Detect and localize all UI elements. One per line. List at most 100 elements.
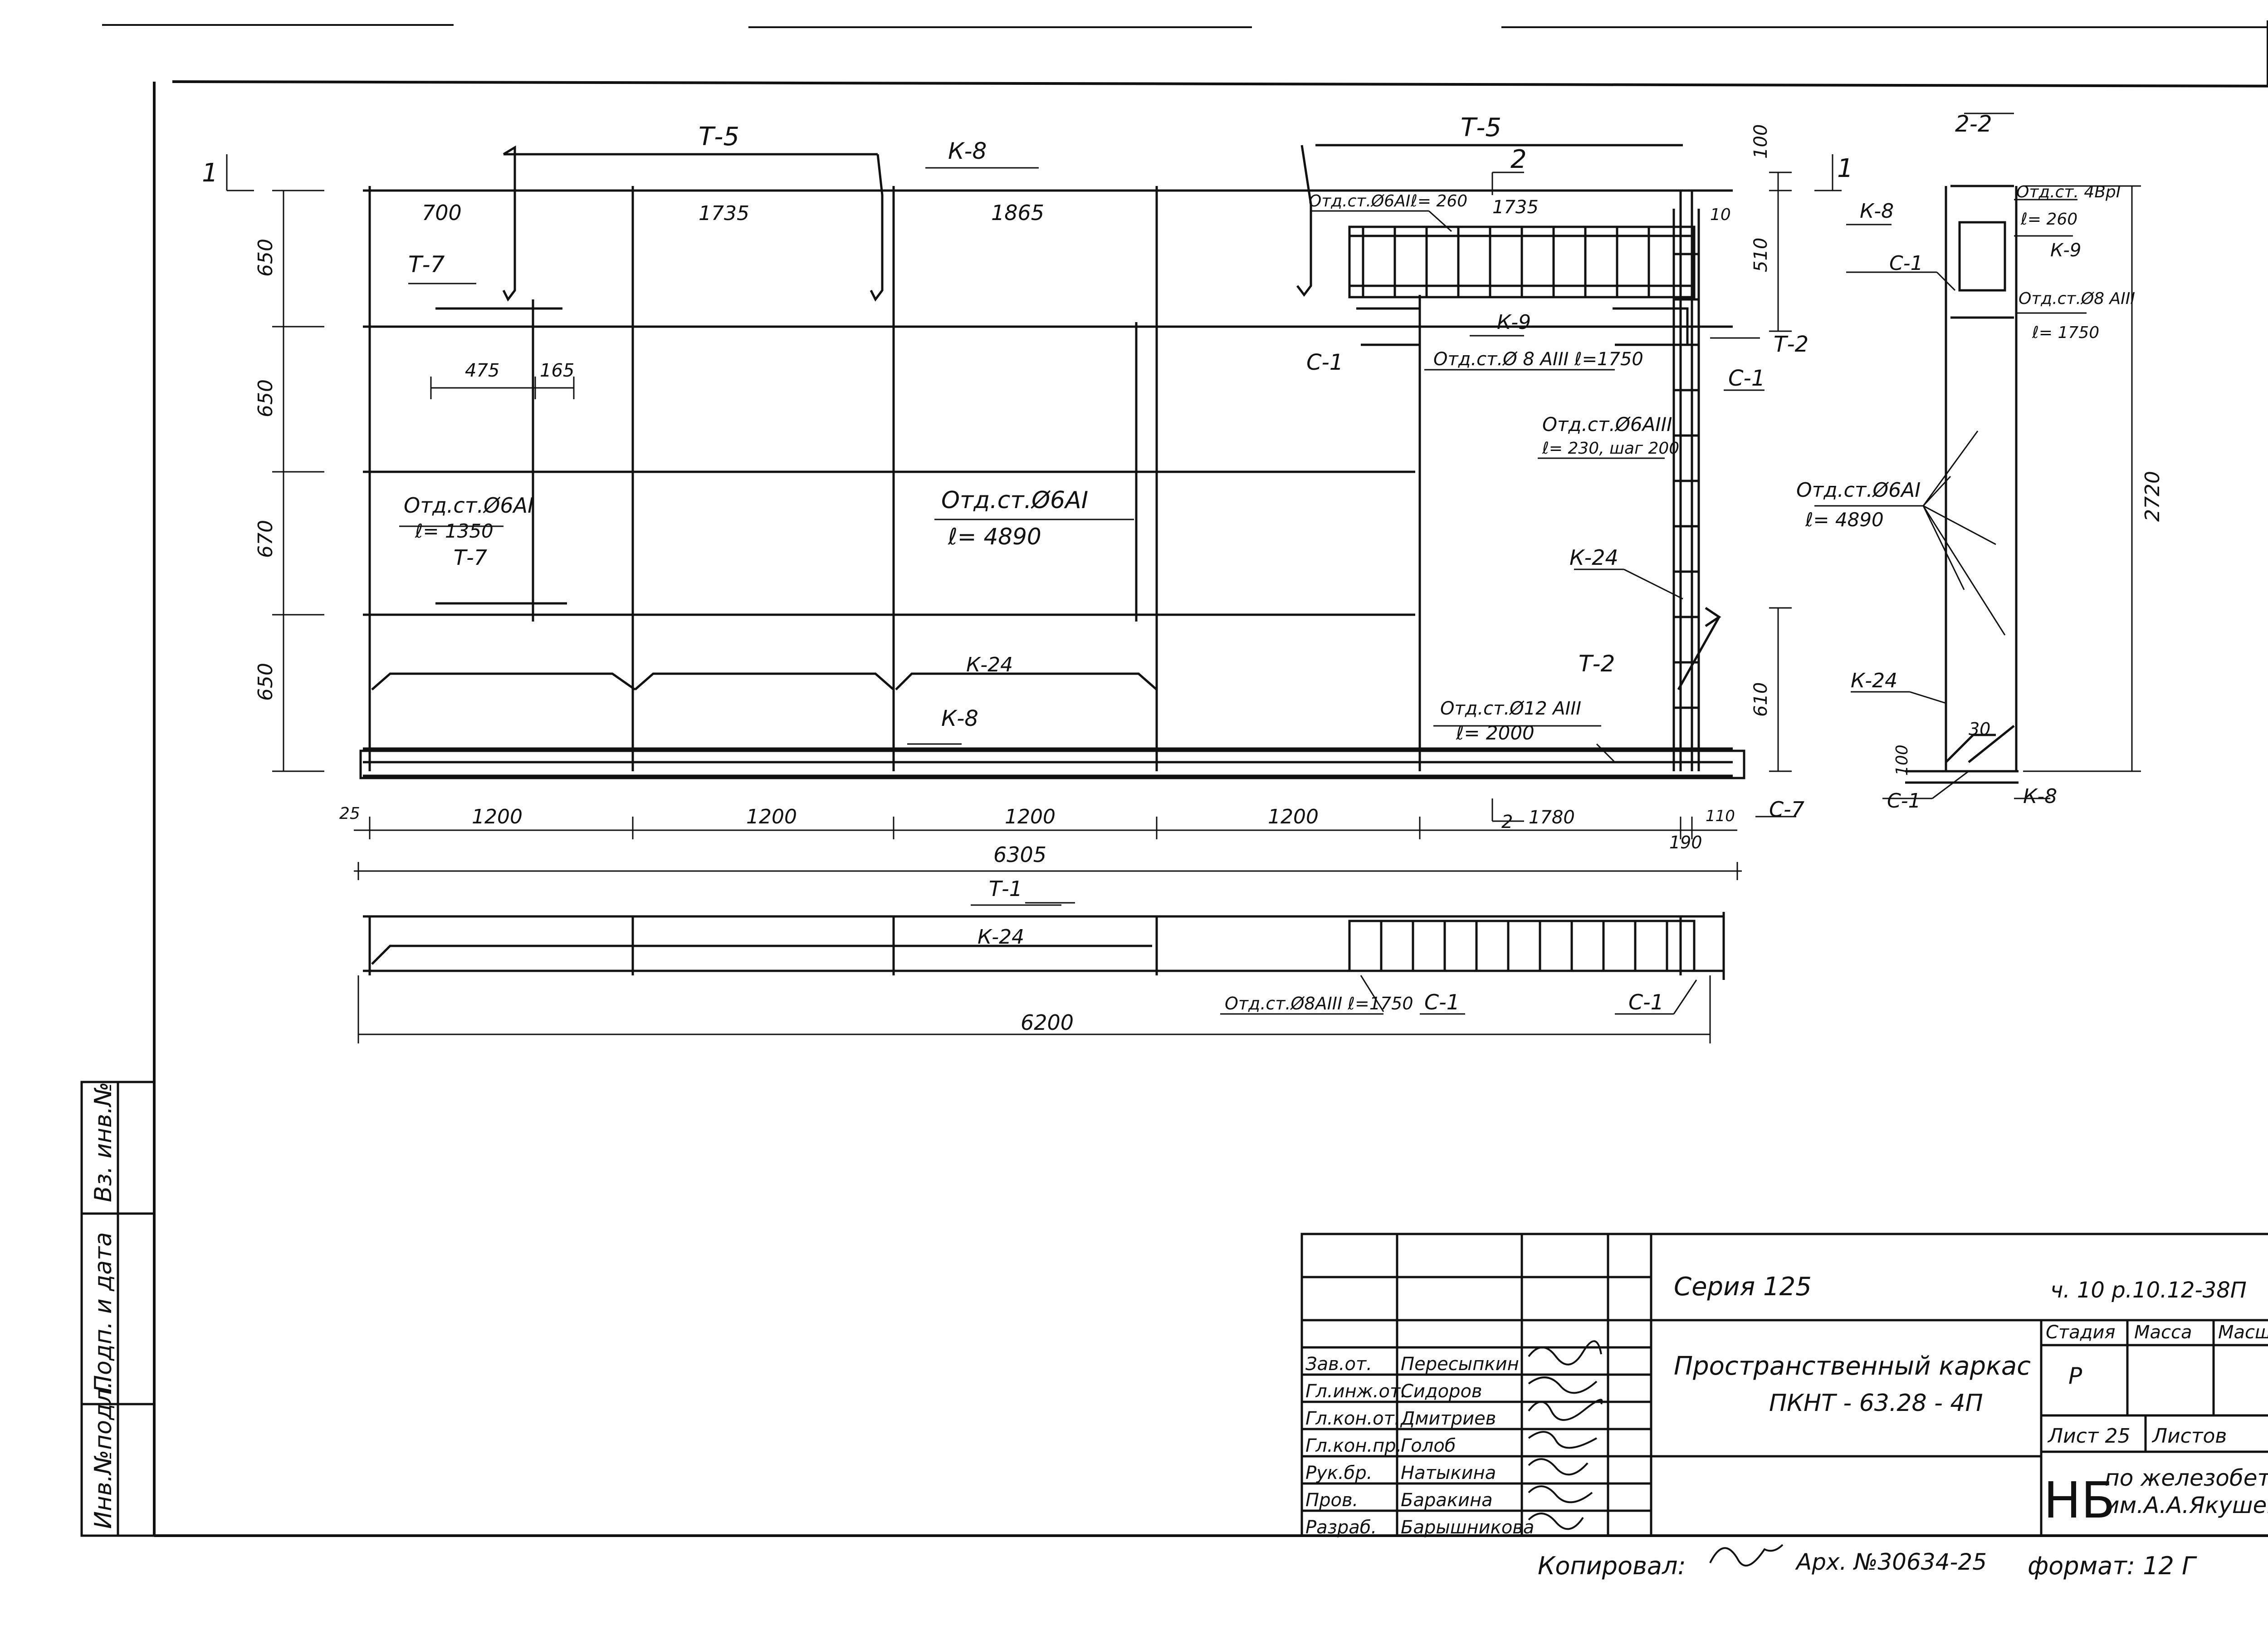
org-line-1: по железобетону [2105,1465,2268,1491]
dim-610-right: 610 [1750,682,1771,717]
signature-name: Баракина [1401,1490,1493,1511]
label-otd-6aiii: Отд.ст.Ø6АIII [1542,413,1672,436]
section-mark-1-left: 1 [202,158,218,188]
signature-name: Натыкина [1401,1463,1496,1483]
label-c1-plan-a: С-1 [1424,990,1460,1014]
label-k24-mid: К-24 [966,653,1013,676]
dim-510-right: 510 [1750,238,1771,272]
copied-label: Копировал: [1538,1552,1686,1580]
label-c7: С-7 [1769,797,1804,822]
label-t2-a: Т-2 [1774,332,1809,357]
signature-role: Рук.бр. [1305,1463,1372,1483]
label-c1-a: С-1 [1306,350,1343,375]
top-edge-marks [102,24,2268,28]
label-k8-top: К-8 [948,138,987,164]
label-l1350: ℓ= 1350 [415,520,494,542]
dim-1780: 1780 [1529,807,1575,828]
section-mark-2-top: 2 [1510,145,1527,174]
dim-1735: 1735 [699,202,749,225]
plan-dimensions [357,902,1711,1043]
signature-role: Зав.от. [1305,1354,1372,1375]
label-l1750-sec: ℓ= 1750 [2032,323,2099,342]
label-t1: Т-1 [989,876,1022,901]
dim-6305: 6305 [993,842,1046,867]
label-t5-right: Т-5 [1461,113,1501,142]
section-mark-2-bottom: 2 [1501,812,1513,832]
dim-100-right: 100 [1750,124,1771,159]
label-c1-plan-b: С-1 [1628,990,1664,1014]
label-otd-8aiii: Отд.ст.Ø 8 АIII ℓ=1750 [1433,349,1643,370]
dim-190: 190 [1669,832,1702,852]
signature-role: Пров. [1305,1490,1358,1511]
label-k8-sec: К-8 [1860,200,1894,223]
dim-10: 10 [1710,206,1731,224]
dim-1865: 1865 [991,201,1044,225]
dim-1200-c: 1200 [1005,805,1056,828]
side-vz-label: Вз. инв.№ [90,1082,117,1202]
elevation-dimensions [226,154,1842,880]
dim-700: 700 [422,201,462,225]
scale-header: Масшт [2218,1322,2268,1343]
signature-table: Зав.от.ПересыпкинГл.инж.от.СидоровГл.кон… [1305,1354,1534,1538]
signature-role: Разраб. [1305,1517,1377,1538]
signature-role: Гл.кон.от. [1305,1408,1400,1429]
label-otd-6ai-top: Отд.ст.Ø6АI [1309,192,1410,211]
org-line-2: им.А.А.Якушева [2105,1492,2268,1518]
label-k24-plan: К-24 [978,925,1024,949]
dim-1735-right: 1735 [1492,197,1539,218]
label-otd-8aiii-sec: Отд.ст.Ø8 АIII [2019,289,2135,308]
label-k8-bottom: К-8 [941,706,978,731]
side-sign-label: Подп. и дата [90,1232,117,1393]
doc-code: ч. 10 р.10.12-38П [2050,1278,2247,1303]
section-2-2 [1905,185,2019,784]
side-stamp [80,1081,156,1537]
dim-2720: 2720 [2141,471,2164,522]
label-k24-sec: К-24 [1851,669,1897,692]
label-t7-bottom: Т-7 [454,545,487,570]
dim-left-650c: 650 [254,663,277,701]
label-l4890-sec: ℓ= 4890 [1805,509,1884,531]
label-t2-b: Т-2 [1579,651,1615,677]
sheet-number: Лист 25 [2047,1425,2130,1448]
sheets-count-label: Листов [2151,1425,2227,1448]
label-t5-left: Т-5 [699,122,739,152]
title-block [1300,1233,2268,1537]
label-otd-6ai-mid: Отд.ст.Ø6АI [941,487,1088,514]
dim-left-650b: 650 [254,379,277,417]
dim-6200: 6200 [1021,1010,1074,1035]
org-mark: НБ [2043,1471,2115,1529]
dim-165: 165 [540,360,574,381]
dim-1200-a: 1200 [472,805,523,828]
dim-110: 110 [1706,807,1735,825]
drawing-title-1: Пространственный каркас [1674,1351,2031,1381]
archive-number: Арх. №30634-25 [1795,1549,1987,1575]
stage-header: Стадия [2046,1322,2115,1343]
signature-role: Гл.кон.пр. [1305,1435,1402,1456]
label-c1-b: С-1 [1728,366,1765,391]
section-dimensions [1814,113,2141,799]
signature-role: Гл.инж.от. [1305,1381,1406,1402]
label-l2000: ℓ= 2000 [1456,722,1535,744]
section-mark-1-right: 1 [1837,154,1853,183]
dim-25: 25 [339,804,360,823]
signature-scribbles [1528,1340,1784,1567]
label-otd-8aiii-plan: Отд.ст.Ø8АIII ℓ=1750 [1225,994,1413,1013]
series-label: Серия 125 [1674,1272,1812,1302]
side-inv-label: Инв.№подл. [90,1381,117,1529]
label-otd-6ai-left: Отд.ст.Ø6АI [404,493,534,518]
dim-left-670: 670 [254,520,277,558]
signature-name: Пересыпкин [1401,1354,1519,1375]
dim-30: 30 [1969,719,1990,739]
label-otd-6ai-sec: Отд.ст.Ø6АI [1796,479,1921,502]
dim-left-650a: 650 [254,239,277,277]
signature-name: Сидоров [1401,1381,1482,1402]
plan-view [363,912,1725,980]
dim-100-sec: 100 [1893,744,1911,776]
dim-1200-d: 1200 [1268,805,1319,828]
drawing-title-2: ПКНТ - 63.28 - 4П [1769,1390,1983,1417]
stage-value: Р [2068,1363,2082,1389]
mass-header: Масса [2134,1322,2192,1343]
signature-name: Барышникова [1401,1517,1534,1538]
